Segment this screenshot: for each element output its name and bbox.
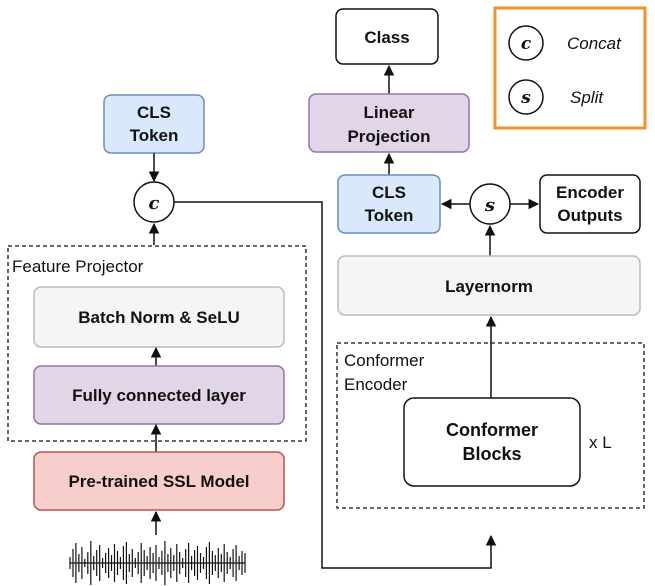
class-label: Class: [364, 28, 409, 47]
ssl-model-box: Pre-trained SSL Model: [33, 451, 285, 511]
feature-projector-label: Feature Projector: [12, 257, 144, 276]
batch-norm-box: Batch Norm & SeLU: [33, 286, 285, 348]
conformer-blocks-line2: Blocks: [462, 444, 521, 464]
left-cls-token-line2: Token: [130, 126, 179, 145]
conformer-encoder-label-line1: Conformer: [344, 351, 425, 370]
split-node-symbol: s: [484, 195, 495, 216]
repeat-count-label: x L: [589, 433, 612, 452]
audio-waveform-icon: [69, 541, 246, 585]
feature-projector-container: [7, 245, 307, 442]
encoder-outputs-line1: Encoder: [556, 183, 624, 202]
fully-connected-box: Fully connected layer: [33, 365, 285, 425]
layernorm-label: Layernorm: [445, 277, 533, 296]
encoder-outputs-box: Encoder Outputs: [539, 174, 641, 234]
concat-to-conformer-connector: [174, 201, 497, 569]
conformer-blocks-box: Conformer Blocks: [403, 397, 581, 487]
conformer-encoder-label-line2: Encoder: [344, 375, 408, 394]
split-legend-label: Split: [570, 88, 604, 107]
conformer-encoder-container: [336, 342, 645, 509]
legend-box: c Concat s Split: [493, 6, 647, 130]
encoder-outputs-line2: Outputs: [557, 206, 622, 225]
right-cls-token-box: CLS Token: [337, 174, 441, 234]
left-cls-token-line1: CLS: [137, 103, 171, 122]
left-cls-token-box: CLS Token: [103, 94, 205, 154]
linear-projection-line2: Projection: [347, 127, 430, 146]
concat-legend-icon: [508, 25, 544, 61]
concat-legend-symbol: c: [521, 34, 532, 54]
conformer-blocks-line1: Conformer: [446, 420, 538, 440]
class-output-box: Class: [335, 8, 439, 65]
ssl-model-label: Pre-trained SSL Model: [68, 472, 249, 491]
layernorm-box: Layernorm: [337, 255, 641, 316]
right-cls-token-line1: CLS: [372, 183, 406, 202]
linear-projection-box: Linear Projection: [308, 93, 470, 153]
split-legend-icon: [508, 79, 544, 115]
concat-legend-label: Concat: [567, 34, 622, 53]
right-cls-token-line2: Token: [365, 206, 414, 225]
split-legend-symbol: s: [520, 88, 531, 108]
linear-projection-line1: Linear: [363, 103, 414, 122]
concat-node-symbol: c: [149, 193, 160, 214]
batch-norm-label: Batch Norm & SeLU: [78, 308, 240, 327]
fully-connected-label: Fully connected layer: [72, 386, 246, 405]
